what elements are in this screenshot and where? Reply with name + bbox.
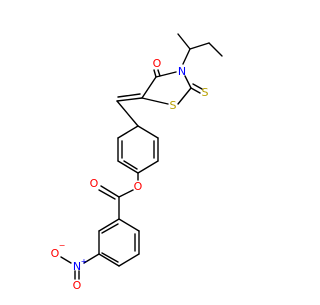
molecule-canvas: O N S S O O N + O − O <box>51 33 223 292</box>
charge-label-n-nitro: + <box>81 257 88 266</box>
bond <box>137 125 159 139</box>
bond <box>101 252 119 263</box>
bond <box>116 97 143 102</box>
atom-label-o-nitro-left: O <box>51 247 60 260</box>
bond <box>177 87 192 105</box>
bond <box>157 69 161 77</box>
atom-label-n-nitro: N <box>73 260 81 273</box>
bond <box>116 100 139 127</box>
structure-diagram: O N S S O O N + O − O <box>51 33 223 292</box>
bond <box>117 93 141 98</box>
atom-label-o-carbonyl: O <box>153 57 162 70</box>
bond <box>189 42 210 50</box>
bond <box>101 223 119 234</box>
bond <box>182 48 191 65</box>
bond <box>118 189 134 198</box>
atom-label-o-ester-link: O <box>134 180 143 193</box>
bond <box>117 125 139 139</box>
atom-label-s-ring: S <box>170 99 177 112</box>
bond <box>208 42 223 57</box>
bond <box>177 33 191 50</box>
bond <box>137 160 159 174</box>
atom-label-o-nitro-down: O <box>73 279 82 292</box>
bond <box>60 256 72 264</box>
bond <box>98 189 116 200</box>
bond <box>118 253 140 267</box>
bond-layer <box>60 33 223 280</box>
bond <box>83 253 100 264</box>
atom-label-n-ring: N <box>178 65 186 78</box>
bond <box>123 160 138 170</box>
bond <box>153 69 157 78</box>
bond <box>98 218 120 232</box>
bond <box>190 87 201 94</box>
atom-label-s-thione: S <box>202 86 209 99</box>
bond <box>184 75 192 89</box>
bond <box>117 160 139 174</box>
bond <box>100 185 120 198</box>
atom-label-o-ester-carbonyl: O <box>90 177 99 190</box>
charge-label-o-nitro: − <box>59 241 66 250</box>
bond <box>141 76 157 99</box>
bond <box>141 97 169 105</box>
bond <box>192 83 203 90</box>
bond <box>98 253 120 267</box>
bond <box>118 218 140 232</box>
